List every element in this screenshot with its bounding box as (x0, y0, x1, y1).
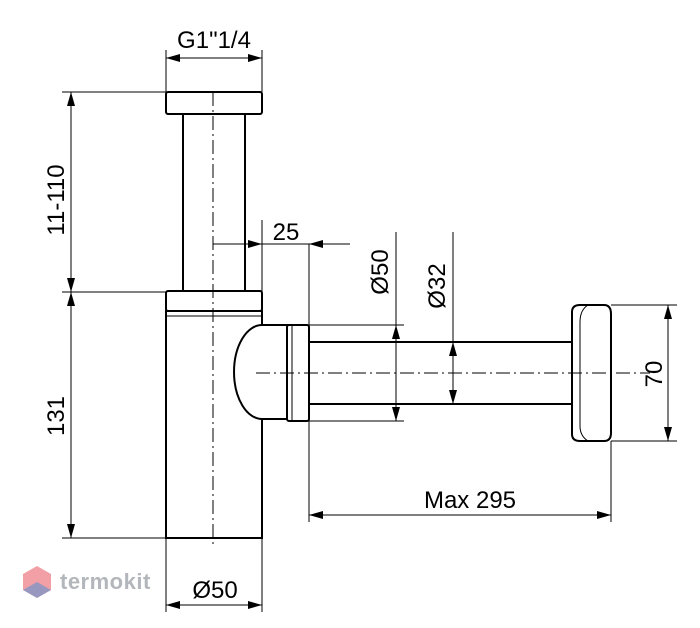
top-collar (165, 91, 263, 115)
outlet-dia-arrow-bottom (392, 407, 400, 421)
pipe-dia-arrow-top (449, 342, 457, 356)
outlet-dome (233, 324, 289, 420)
termokit-watermark: termokit (22, 560, 151, 604)
flange-edge (579, 304, 589, 442)
body-height-label: 131 (43, 396, 70, 436)
offset-label: 25 (273, 219, 300, 246)
height-range-arrow-bottom (67, 278, 75, 292)
flange-arrow-top (664, 305, 672, 319)
outlet-offset-arrow (309, 240, 323, 248)
wall-flange (571, 304, 612, 442)
termokit-logo-icon (23, 566, 51, 598)
outlet-dia-arrow-top (392, 325, 400, 339)
height-range-arrow-top (67, 92, 75, 106)
body-height-arrow-top (67, 292, 75, 306)
length-arrow-left (309, 511, 323, 519)
body-dia-arrow-left (166, 601, 180, 609)
inlet-pipe (182, 113, 246, 293)
body-height-arrow-bottom (67, 524, 75, 538)
outlet-diameter-label: Ø50 (367, 249, 394, 294)
watermark-text: termokit (60, 569, 151, 594)
max-length-label: Max 295 (424, 487, 516, 514)
flange-arrow-bottom (664, 427, 672, 441)
body-diameter-label: Ø50 (192, 577, 237, 604)
offset-arrow (248, 240, 262, 248)
pipe-dia-arrow-bottom (449, 390, 457, 404)
length-arrow-right (597, 511, 611, 519)
thread-arrow-right (248, 54, 262, 62)
height-range-label: 11-110 (43, 164, 70, 235)
thread-arrow-left (166, 54, 180, 62)
middle-nut (165, 290, 263, 312)
flange-height-label: 70 (641, 361, 668, 388)
pipe-diameter-label: Ø32 (424, 263, 451, 308)
body-dia-arrow-right (248, 601, 262, 609)
thread-label: G1"1/4 (177, 27, 251, 54)
